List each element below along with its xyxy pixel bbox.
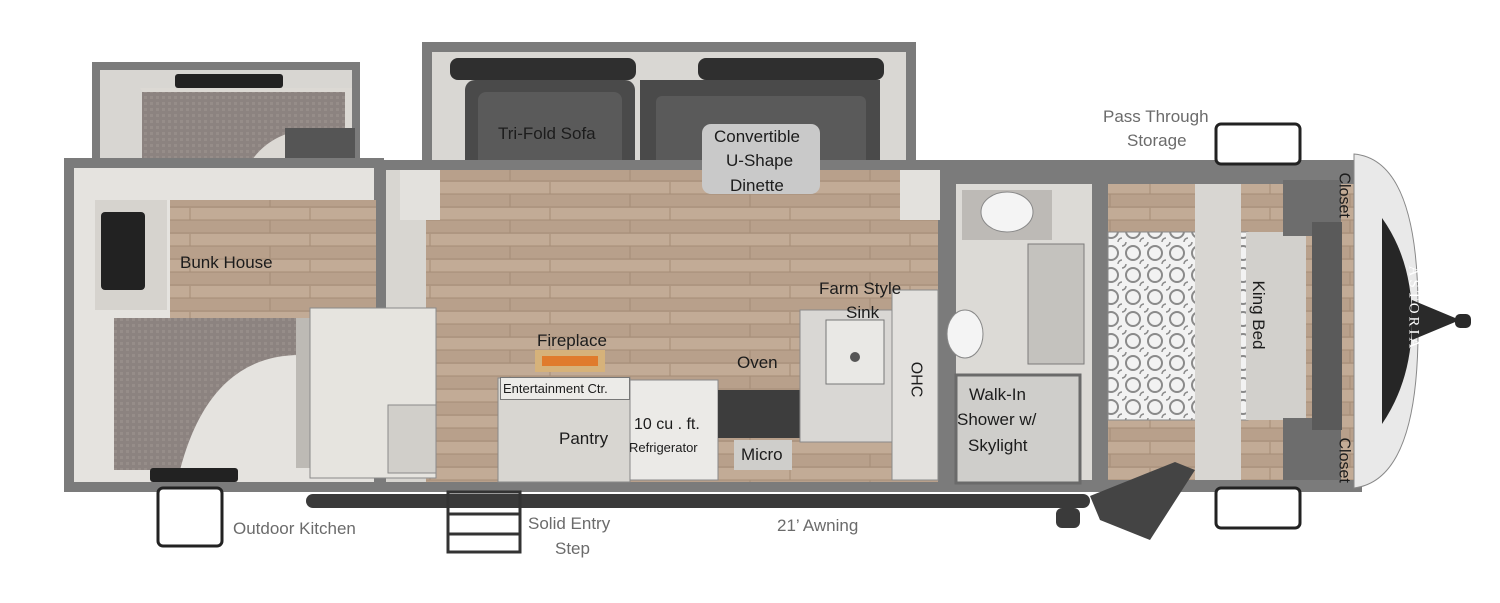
label-dinette-line1: Convertible [714, 127, 800, 146]
kitchen [497, 289, 939, 483]
awning-and-steps [156, 122, 1302, 554]
bedroom [1100, 166, 1362, 486]
label-fridge-line2: Refrigerator [629, 440, 698, 455]
label-pass-through-line2: Storage [1127, 131, 1187, 150]
label-shower-line3: Skylight [968, 436, 1028, 455]
label-dinette-line3: Dinette [730, 176, 784, 195]
label-closet-bottom: Closet [1335, 437, 1353, 483]
front-cap [1353, 153, 1471, 489]
label-pass-through-line1: Pass Through [1103, 107, 1209, 126]
label-closet-top: Closet [1335, 172, 1353, 218]
entertainment-center-box [500, 377, 630, 400]
label-fireplace: Fireplace [537, 331, 607, 350]
label-oven: Oven [737, 353, 778, 372]
astoria-logo: ASTORIA [1405, 265, 1422, 352]
label-king-bed: King Bed [1249, 280, 1268, 350]
label-bunk-house: Bunk House [180, 253, 273, 272]
label-dinette-line2: U-Shape [726, 151, 794, 170]
label-entry-step-line2: Step [555, 539, 590, 558]
label-farm-sink-line1: Farm Style [819, 279, 902, 298]
label-micro: Micro [741, 445, 783, 464]
dinette-label-box [702, 124, 820, 194]
label-fridge-line1: 10 cu . ft. [634, 416, 700, 433]
label-farm-sink-line2: Sink [846, 303, 880, 322]
bathroom [940, 166, 1100, 486]
label-entry-step-line1: Solid Entry [528, 514, 611, 533]
label-pantry: Pantry [559, 429, 609, 448]
label-shower-line1: Walk-In [969, 385, 1026, 404]
label-awning: 21’ Awning [777, 516, 859, 535]
label-shower-line2: Shower w/ [957, 410, 1037, 429]
label-ohc: OHC [907, 361, 925, 398]
label-tri-fold-sofa: Tri-Fold Sofa [498, 124, 596, 143]
label-outdoor-kitchen: Outdoor Kitchen [233, 519, 356, 538]
label-entertainment-center: Entertainment Ctr. [503, 381, 608, 396]
